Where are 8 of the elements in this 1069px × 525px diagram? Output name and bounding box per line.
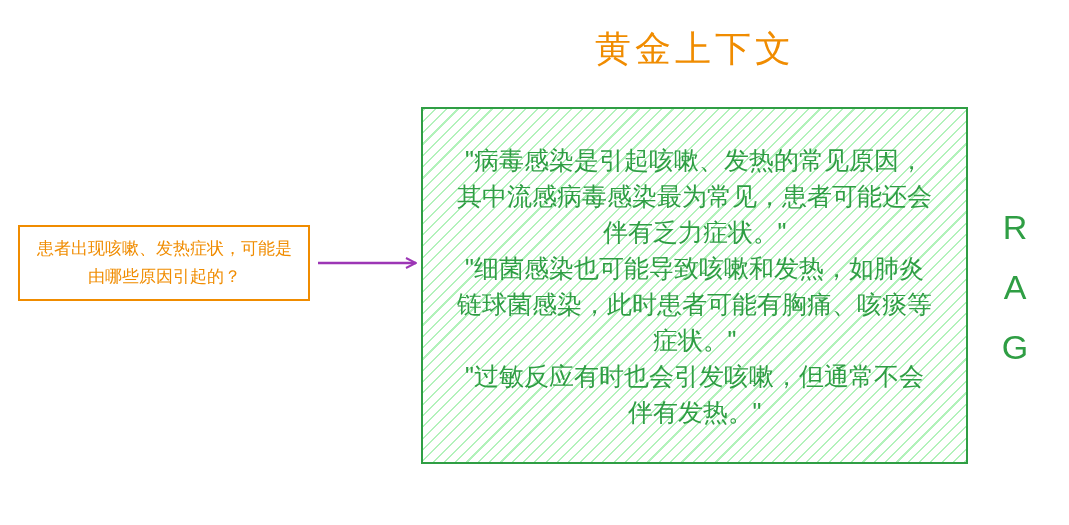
arrow (318, 257, 417, 269)
heading: 黄金上下文 (593, 27, 796, 71)
question-text: 患者出现咳嗽、发热症状，可能是由哪些原因引起的？ (35, 238, 293, 288)
side-label: RAG (1000, 207, 1030, 368)
context-passage: "细菌感染也可能导致咳嗽和发热，如肺炎链球菌感染，此时患者可能有胸痛、咳痰等症状。" (456, 252, 933, 356)
context-passage: "过敏反应有时也会引发咳嗽，但通常不会伴有发热。" (464, 360, 925, 428)
context-passage: "病毒感染是引起咳嗽、发热的常见原因，其中流感病毒感染最为常见，患者可能还会伴有乏力症状。" (456, 144, 933, 248)
question-box (18, 225, 310, 301)
